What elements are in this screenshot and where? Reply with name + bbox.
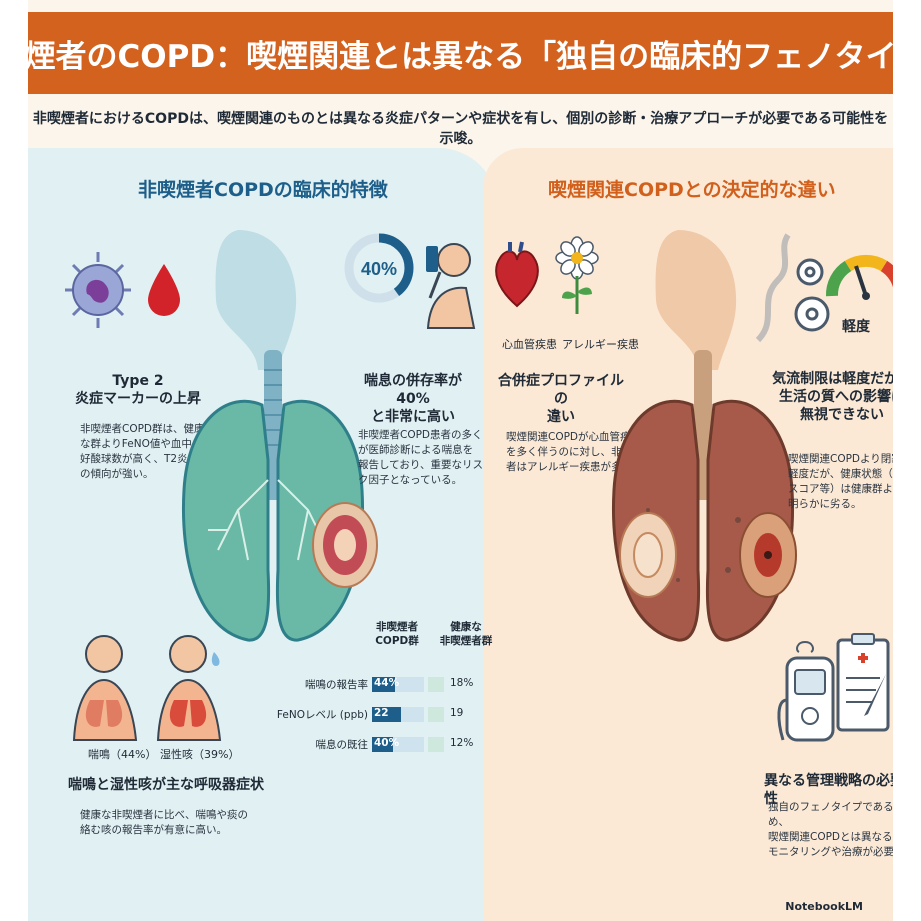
inflammation-heading: Type 2 炎症マーカーの上昇 [75, 373, 201, 407]
monitor-device-icon [777, 641, 835, 742]
airway-cross-section-left-icon [619, 512, 677, 598]
cough-label: 湿性咳（39%） [160, 748, 240, 761]
heart-icon [495, 241, 539, 308]
table-bar [372, 707, 401, 722]
brand-footer: NotebookLM [785, 900, 863, 913]
flower-icon [555, 236, 599, 314]
severity-gauge-icon [826, 254, 893, 300]
table-header-healthy: 健康な非喫煙者群 [439, 621, 493, 647]
immune-cell-icon [65, 252, 131, 328]
airway-cross-section-right-icon [739, 512, 797, 598]
symptoms-body: 健康な非喫煙者に比べ、喘鳴や痰の 絡む咳の報告率が有意に高い。 [80, 809, 248, 836]
wheeze-label: 喘鳴（44%） [88, 748, 157, 761]
management-body: 独自のフェノタイプであるため、 喫煙関連COPDとは異なる モニタリングや治療が… [768, 801, 893, 858]
severity-heading: 気流制限は軽度だが、 生活の質への影響は 無視できない [772, 371, 893, 423]
wheeze-person-icon [72, 635, 138, 741]
table-bar [372, 677, 395, 692]
title-banner: 非喫煙者のCOPD：喫煙関連とは異なる「独自の臨床的フェノタイプ」 [28, 12, 893, 94]
asthma-percent-donut: 40% [344, 233, 414, 303]
blood-drop-icon [148, 264, 180, 316]
comorbidity-body: 喫煙関連COPDが心血管疾患 を多く伴うのに対し、非喫煙 者はアレルギー疾患が多… [506, 431, 643, 473]
table-row: 喘鳴の報告率 44% 18% [305, 677, 474, 692]
airway-cross-section-icon [312, 502, 378, 588]
cardio-label: 心血管疾患 [502, 338, 557, 351]
gears-icon [794, 258, 830, 332]
table-row: FeNOレベル (ppb) 22 19 [276, 707, 464, 722]
asthma-heading: 喘息の併存率が40% と非常に高い [364, 373, 462, 425]
table-bar [372, 737, 393, 752]
severity-body: 喫煙関連COPDより閉塞は 軽度だが、健康状態（CAT スコア等）は健康群より … [788, 453, 893, 510]
page-title: 非喫煙者のCOPD：喫煙関連とは異なる「独自の臨床的フェノタイプ」 [28, 38, 893, 75]
table-row: 喘息の既往 40% 12% [315, 737, 474, 752]
inhaler-person-icon [426, 243, 476, 329]
allergy-label: アレルギー疾患 [562, 338, 639, 351]
right-section-title: 喫煙関連COPDとの決定的な違い [548, 179, 836, 201]
asthma-percent-text: 40% [361, 259, 397, 279]
page-subtitle: 非喫煙者におけるCOPDは、喫煙関連のものとは異なる炎症パターンや症状を有し、個… [32, 111, 889, 147]
management-heading: 異なる管理戦略の必要性 [764, 773, 893, 807]
comorbidity-heading: 合併症プロファイルの 違い [498, 373, 624, 425]
infographic-page: 非喫煙者のCOPD：喫煙関連とは異なる「独自の臨床的フェノタイプ」 非喫煙者にお… [28, 0, 893, 921]
inflammation-body: 非喫煙者COPD群は、健康 な群よりFeNO値や血中 好酸球数が高く、T2炎症 … [80, 423, 205, 480]
left-section-title: 非喫煙者COPDの臨床的特徴 [138, 179, 388, 201]
gauge-label: 軽度 [842, 319, 870, 335]
asthma-body: 非喫煙者COPD患者の多く が医師診断による喘息を 報告しており、重要なリス ク… [358, 429, 483, 486]
symptoms-heading: 喘鳴と湿性咳が主な呼吸器症状 [68, 777, 264, 793]
clipboard-icon [836, 633, 890, 732]
cough-person-icon [156, 635, 222, 741]
lungs-illustration-left [181, 230, 365, 642]
